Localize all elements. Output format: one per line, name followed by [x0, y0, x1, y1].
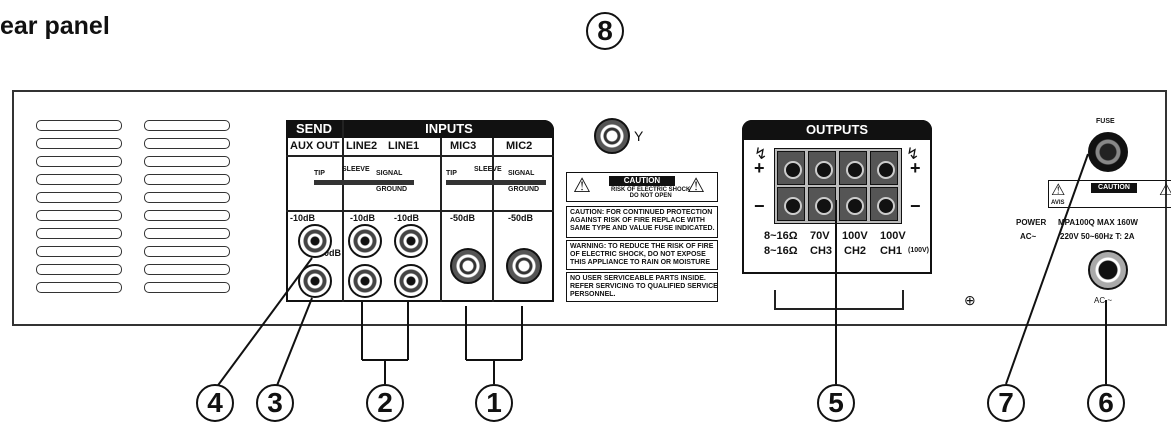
output-row1-0: 8~16Ω — [764, 230, 798, 242]
terminal[interactable] — [777, 187, 805, 221]
callout-2: 2 — [366, 384, 404, 422]
aux-out-label: AUX OUT — [290, 140, 340, 152]
power-rating: 220V 50~60Hz T: 2A — [1060, 232, 1135, 241]
output-row1-1: 70V — [810, 230, 830, 242]
terminal[interactable] — [808, 151, 836, 185]
output-row1-2: 100V — [842, 230, 868, 242]
line1-rca-top[interactable] — [394, 224, 428, 258]
outputs-header: OUTPUTS — [742, 120, 932, 140]
output-row2-0: 8~16Ω — [764, 245, 798, 257]
line2-rca-top[interactable] — [348, 224, 382, 258]
output-row2-1: CH3 — [810, 245, 833, 257]
terminal[interactable] — [777, 151, 805, 185]
minus-icon: − — [910, 196, 921, 216]
fuse-label: FUSE — [1096, 118, 1115, 125]
ac-power-socket[interactable] — [1088, 250, 1128, 290]
inputs-header: INPUTS — [344, 120, 554, 138]
callout-4: 4 — [196, 384, 234, 422]
mic3-label: MIC3 — [450, 140, 477, 152]
output-suffix: (100V) — [908, 247, 930, 254]
moisture-warning-text: WARNING: TO REDUCE THE RISK OF FIRE OF E… — [566, 240, 718, 270]
caution-label: ⚠ ⚠ CAUTION RISK OF ELECTRIC SHOCK DO NO… — [566, 172, 718, 202]
send-header: SEND — [286, 120, 342, 138]
model-rating: MPA100Q MAX 160W — [1058, 218, 1138, 227]
mic-plug-diagram: TIP SLEEVE SIGNAL GROUND — [446, 166, 546, 194]
ac-label: AC~ — [1020, 232, 1037, 241]
line1-level: -10dB — [394, 213, 420, 223]
output-row2-2: CH2 — [844, 245, 867, 257]
line1-rca-bottom[interactable] — [394, 264, 428, 298]
aux-out-rca-high[interactable] — [298, 224, 332, 258]
callout-6: 6 — [1087, 384, 1125, 422]
stereo-plug-diagram: TIP SLEEVE SIGNAL GROUND — [314, 166, 414, 194]
callout-1: 1 — [475, 384, 513, 422]
mic2-jack[interactable] — [506, 248, 542, 284]
mic2-level: -50dB — [508, 213, 534, 223]
warning-icon: ⚠ — [687, 175, 705, 197]
power-caution-label: ⚠ ⚠ CAUTION AVIS — [1048, 180, 1171, 208]
warning-icon: ⚠ — [1159, 182, 1171, 199]
fuse-holder[interactable] — [1088, 132, 1128, 172]
fuse-caution-text: CAUTION: FOR CONTINUED PROTECTION AGAINS… — [566, 206, 718, 238]
aux-out-level: -10dB — [290, 213, 316, 223]
speaker-terminal-strip — [774, 148, 902, 224]
callout-7: 7 — [987, 384, 1025, 422]
power-label: POWER — [1016, 218, 1047, 227]
plus-icon: + — [754, 158, 765, 178]
terminal[interactable] — [839, 151, 867, 185]
ac-socket-label: AC ~ — [1094, 296, 1113, 305]
mic3-jack[interactable] — [450, 248, 486, 284]
output-bracket — [774, 290, 904, 310]
output-row1-3: 100V — [880, 230, 906, 242]
line2-rca-bottom[interactable] — [348, 264, 382, 298]
line1-label: LINE1 — [388, 140, 420, 152]
terminal[interactable] — [870, 151, 898, 185]
line2-level: -10dB — [350, 213, 376, 223]
aux-low-level: 0dB — [324, 248, 342, 258]
antenna-jack[interactable] — [594, 118, 630, 154]
ground-screw-icon: ⊕ — [964, 292, 976, 308]
warning-icon: ⚠ — [1051, 182, 1066, 199]
mic2-label: MIC2 — [506, 140, 533, 152]
callout-3: 3 — [256, 384, 294, 422]
service-warning-text: NO USER SERVICEABLE PARTS INSIDE. REFER … — [566, 272, 718, 302]
warning-icon: ⚠ — [573, 175, 591, 197]
minus-icon: − — [754, 196, 765, 216]
rear-panel: SEND INPUTS AUX OUT LINE2 LINE1 MIC3 MIC… — [12, 90, 1171, 326]
output-row2-3: CH1 — [880, 245, 903, 257]
signal-icon: ↯ — [754, 146, 768, 163]
signal-icon: ↯ — [906, 146, 920, 163]
callout-5: 5 — [817, 384, 855, 422]
page-title: ear panel — [0, 12, 110, 40]
line2-label: LINE2 — [346, 140, 378, 152]
antenna-icon: Y — [634, 128, 644, 144]
plus-icon: + — [910, 158, 921, 178]
callout-8: 8 — [586, 12, 624, 50]
terminal[interactable] — [870, 187, 898, 221]
terminal[interactable] — [839, 187, 867, 221]
mic3-level: -50dB — [450, 213, 476, 223]
